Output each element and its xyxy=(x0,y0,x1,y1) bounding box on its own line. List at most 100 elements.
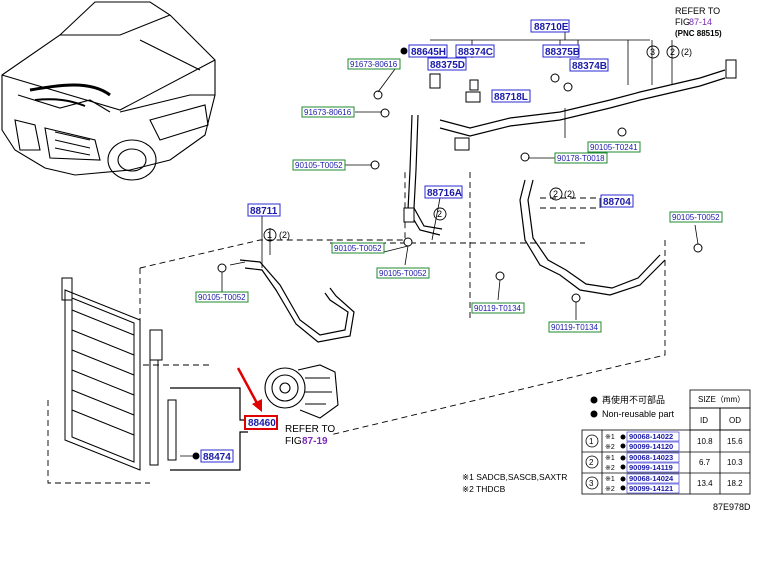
svg-text:10.3: 10.3 xyxy=(727,458,743,467)
fastener-label-2[interactable]: 91673-80616 xyxy=(301,106,355,118)
svg-text:※2: ※2 xyxy=(605,465,615,472)
svg-text:88704: 88704 xyxy=(603,197,631,208)
svg-text:6.7: 6.7 xyxy=(699,458,711,467)
svg-text:1: 1 xyxy=(589,437,594,446)
svg-text:(2): (2) xyxy=(681,47,692,57)
part-label-88716A[interactable]: 88716A xyxy=(424,185,463,199)
svg-text:90105-T0241: 90105-T0241 xyxy=(590,143,638,152)
refer-to-compressor[interactable]: REFER TO FIG 87-19 xyxy=(285,424,335,447)
svg-text:88460: 88460 xyxy=(248,418,276,429)
svg-text:90105-T0052: 90105-T0052 xyxy=(198,293,246,302)
svg-text:90099-14121: 90099-14121 xyxy=(629,484,673,493)
part-label-88375D[interactable]: 88375D xyxy=(427,57,467,71)
svg-text:90099-14119: 90099-14119 xyxy=(629,463,673,472)
svg-text:3: 3 xyxy=(589,479,594,488)
svg-text:90119-T0134: 90119-T0134 xyxy=(551,323,599,332)
svg-text:88718L: 88718L xyxy=(494,92,528,103)
svg-text:(PNC 88515): (PNC 88515) xyxy=(675,29,722,38)
svg-text:90068-14024: 90068-14024 xyxy=(629,474,674,483)
svg-text:FIG: FIG xyxy=(675,17,690,27)
svg-text:88374C: 88374C xyxy=(458,47,493,58)
size-row-3: 3 ※1 90068-14024 ※2 90099-14121 13.4 18.… xyxy=(585,473,743,494)
svg-text:90068-14023: 90068-14023 xyxy=(629,453,673,462)
size-table-text: SIZE（mm） ID OD 1 ※1 90068-14022 ※2 90099… xyxy=(585,395,745,494)
svg-text:91673-80616: 91673-80616 xyxy=(304,108,352,117)
part-label-88374C[interactable]: 88374C xyxy=(455,44,495,58)
svg-text:90105-T0052: 90105-T0052 xyxy=(672,213,720,222)
svg-text:90105-T0052: 90105-T0052 xyxy=(379,269,427,278)
svg-text:90119-T0134: 90119-T0134 xyxy=(474,304,522,313)
svg-text:88474: 88474 xyxy=(203,452,231,463)
fastener-label-10[interactable]: 90119-T0134 xyxy=(471,302,525,314)
svg-text:再使用不可部品: 再使用不可部品 xyxy=(602,394,665,405)
footnotes: ※1 SADCB,SASCB,SAXTR ※2 THDCB xyxy=(462,472,567,494)
svg-text:REFER TO: REFER TO xyxy=(675,6,720,16)
svg-text:10.8: 10.8 xyxy=(697,437,713,446)
fastener-label-3[interactable]: 90105-T0052 xyxy=(292,159,346,171)
fastener-label-4[interactable]: 90105-T0241 xyxy=(587,141,641,153)
circled-references: 3 2 (2) 2 (2) 2 1 (2) xyxy=(263,45,692,242)
size-table xyxy=(581,389,751,495)
svg-text:2: 2 xyxy=(437,209,442,219)
svg-text:88375B: 88375B xyxy=(545,47,580,58)
part-label-88711[interactable]: 88711 xyxy=(247,203,281,217)
svg-text:88645H: 88645H xyxy=(411,47,446,58)
part-label-88460-highlighted[interactable]: 88460 xyxy=(244,415,278,430)
svg-text:Non-reusable part: Non-reusable part xyxy=(602,409,675,419)
svg-text:90099-14120: 90099-14120 xyxy=(629,442,673,451)
fastener-label-7[interactable]: 90105-T0052 xyxy=(331,242,385,254)
part-label-88375B[interactable]: 88375B xyxy=(542,44,580,58)
fittings xyxy=(217,59,737,303)
leader-lines xyxy=(180,30,699,457)
condenser xyxy=(61,277,177,471)
vehicle-illustration xyxy=(1,1,216,181)
part-label-88645H[interactable]: 88645H xyxy=(400,44,448,58)
svg-text:88711: 88711 xyxy=(250,206,278,217)
svg-text:(2): (2) xyxy=(279,230,290,240)
refer-to-top[interactable]: REFER TO FIG 87-14 (PNC 88515) xyxy=(675,6,722,38)
svg-text:※2: ※2 xyxy=(605,444,615,451)
part-label-88718L[interactable]: 88718L xyxy=(491,89,531,103)
part-label-88710E[interactable]: 88710E xyxy=(530,19,570,33)
svg-text:90068-14022: 90068-14022 xyxy=(629,432,673,441)
fastener-label-6[interactable]: 90105-T0052 xyxy=(669,211,723,223)
svg-text:87-19: 87-19 xyxy=(302,436,328,447)
svg-text:(2): (2) xyxy=(564,189,575,199)
svg-text:※1: ※1 xyxy=(605,476,615,483)
svg-text:90178-T0018: 90178-T0018 xyxy=(557,154,605,163)
svg-text:2: 2 xyxy=(670,47,675,57)
svg-text:90105-T0052: 90105-T0052 xyxy=(295,161,343,170)
svg-text:90105-T0052: 90105-T0052 xyxy=(334,244,382,253)
fastener-label-8[interactable]: 90105-T0052 xyxy=(376,267,430,279)
fastener-label-11[interactable]: 90119-T0134 xyxy=(548,321,602,333)
fastener-label-5[interactable]: 90178-T0018 xyxy=(554,152,608,164)
svg-text:FIG: FIG xyxy=(285,436,302,447)
svg-text:SIZE（mm）: SIZE（mm） xyxy=(698,395,745,404)
fastener-label-1[interactable]: 91673-80616 xyxy=(347,58,401,70)
svg-text:18.2: 18.2 xyxy=(727,479,743,488)
svg-text:88710E: 88710E xyxy=(534,22,569,33)
highlight-arrow xyxy=(236,367,262,412)
compressor xyxy=(264,364,339,419)
svg-text:※1: ※1 xyxy=(605,434,615,441)
svg-text:REFER TO: REFER TO xyxy=(285,424,335,435)
svg-text:※2: ※2 xyxy=(605,486,615,493)
svg-text:※2 THDCB: ※2 THDCB xyxy=(462,484,506,494)
size-row-2: 2 ※1 90068-14023 ※2 90099-14119 6.7 10.3 xyxy=(585,452,743,473)
svg-text:87-14: 87-14 xyxy=(689,17,712,27)
svg-text:ID: ID xyxy=(700,416,708,425)
svg-text:88375D: 88375D xyxy=(430,60,465,71)
svg-text:15.6: 15.6 xyxy=(727,437,743,446)
svg-text:13.4: 13.4 xyxy=(697,479,713,488)
svg-text:※1 SADCB,SASCB,SAXTR: ※1 SADCB,SASCB,SAXTR xyxy=(462,472,567,482)
part-label-88374B[interactable]: 88374B xyxy=(569,58,609,72)
fastener-numbers: 91673-80616 91673-80616 90105-T0052 9010… xyxy=(195,58,723,333)
svg-text:88374B: 88374B xyxy=(572,61,607,72)
svg-text:1: 1 xyxy=(267,230,272,240)
size-row-1: 1 ※1 90068-14022 ※2 90099-14120 10.8 15.… xyxy=(585,431,743,452)
part-label-88704[interactable]: 88704 xyxy=(600,194,634,208)
fastener-label-9[interactable]: 90105-T0052 xyxy=(195,291,249,303)
part-label-88474[interactable]: 88474 xyxy=(192,449,234,463)
svg-text:91673-80616: 91673-80616 xyxy=(350,60,398,69)
